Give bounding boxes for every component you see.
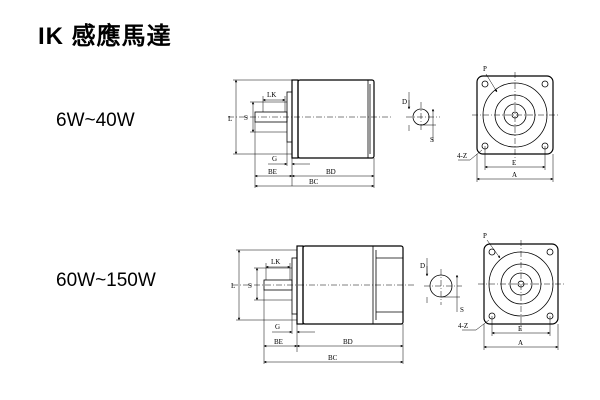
- dim-a: A: [518, 339, 523, 347]
- dim-be: BE: [268, 168, 277, 176]
- dim-g: G: [272, 155, 277, 163]
- motor-body: [297, 79, 375, 159]
- dim-d: D: [402, 98, 407, 106]
- dim-d: D: [420, 262, 425, 270]
- motor1-shaft-section: D S: [402, 92, 440, 144]
- dim-s2: S: [430, 136, 434, 144]
- motor-body: [302, 245, 404, 325]
- pilot: [291, 257, 298, 315]
- dim-a: A: [512, 171, 517, 179]
- dim-lk: LK: [271, 258, 280, 266]
- dim-bc: BC: [309, 178, 319, 186]
- dim-be: BE: [274, 338, 283, 346]
- dim-e: E: [518, 325, 522, 333]
- dim-bd: BD: [326, 168, 336, 176]
- dim-lk: LK: [267, 91, 276, 99]
- dim-l: L: [228, 115, 232, 123]
- dim-e: E: [512, 159, 516, 167]
- dim-g: G: [275, 323, 280, 331]
- dim-bd: BD: [343, 338, 353, 346]
- dim-p: P: [483, 232, 487, 240]
- dim-z: 4-Z: [457, 152, 467, 160]
- shaft: [254, 111, 288, 123]
- dim-l: L: [231, 282, 235, 290]
- dim-p: P: [483, 65, 487, 73]
- page-title: IK 感應馬達: [38, 23, 172, 50]
- dim-s: S: [244, 114, 248, 122]
- motor2-side-view: L S LK G BE BD BC: [231, 245, 415, 364]
- motor-range-label-large: 60W~150W: [56, 270, 156, 291]
- dim-s: S: [248, 282, 252, 290]
- motor-range-label-small: 6W~40W: [56, 110, 135, 131]
- motor2-shaft-section: D S: [420, 258, 464, 314]
- motor1-side-view: L S LK G BE BD BC: [228, 79, 392, 188]
- flange: [291, 79, 299, 159]
- motor1-front-view: P 4-Z E A: [457, 65, 558, 182]
- motor2-front-view: P 4-Z E A: [458, 232, 564, 350]
- dim-s2: S: [460, 306, 464, 314]
- dim-bc: BC: [328, 354, 338, 362]
- dim-z: 4-Z: [458, 322, 468, 330]
